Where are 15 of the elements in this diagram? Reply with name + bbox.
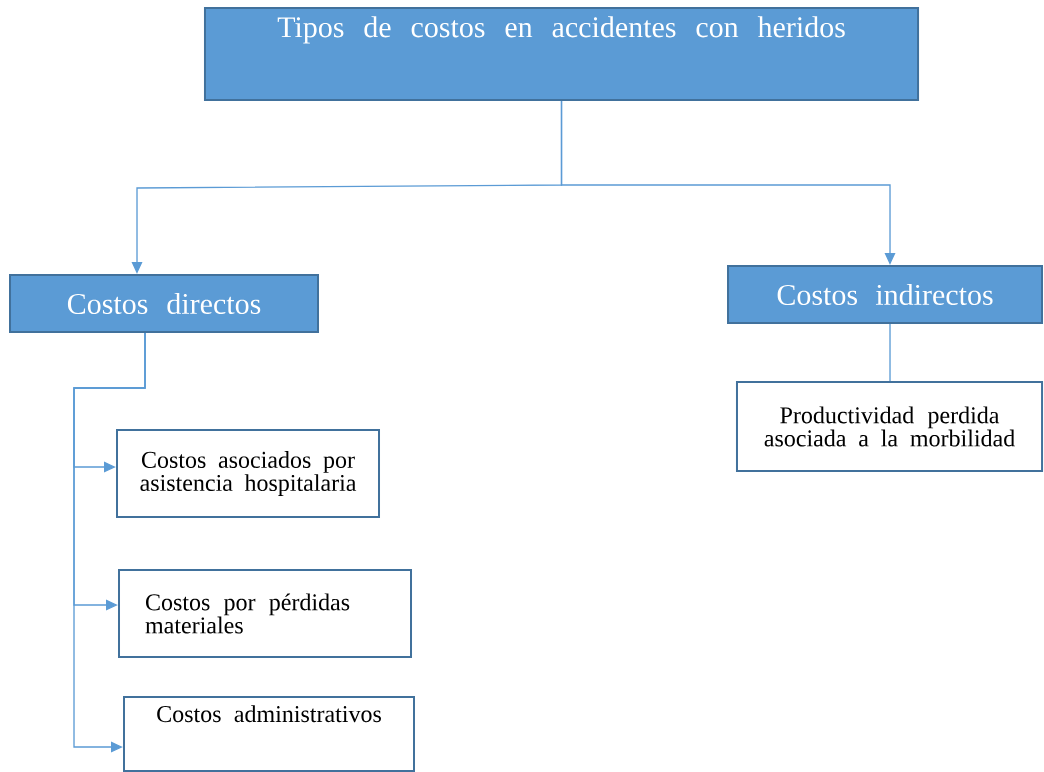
box-text: Costos por pérdidas materiales (145, 593, 350, 634)
cost-box (118, 569, 412, 658)
connector-arrow (73, 332, 146, 753)
cost-box (116, 429, 380, 518)
category-box (9, 273, 319, 334)
box-text: Productividad perdida asociada a la morbilidad (764, 406, 1015, 447)
title-box (203, 7, 920, 101)
box-text: Costos directos (67, 292, 261, 315)
box-text: Tipos de costos en accidentes con heridos (277, 16, 845, 44)
box-text: Costos indirectos (777, 283, 993, 306)
box-text: Costos asociados por asistencia hospitalaria (140, 451, 357, 496)
category-box (727, 264, 1043, 325)
cost-box (736, 380, 1044, 473)
cost-box (123, 696, 415, 772)
box-text: Costos administrativos (157, 705, 381, 723)
